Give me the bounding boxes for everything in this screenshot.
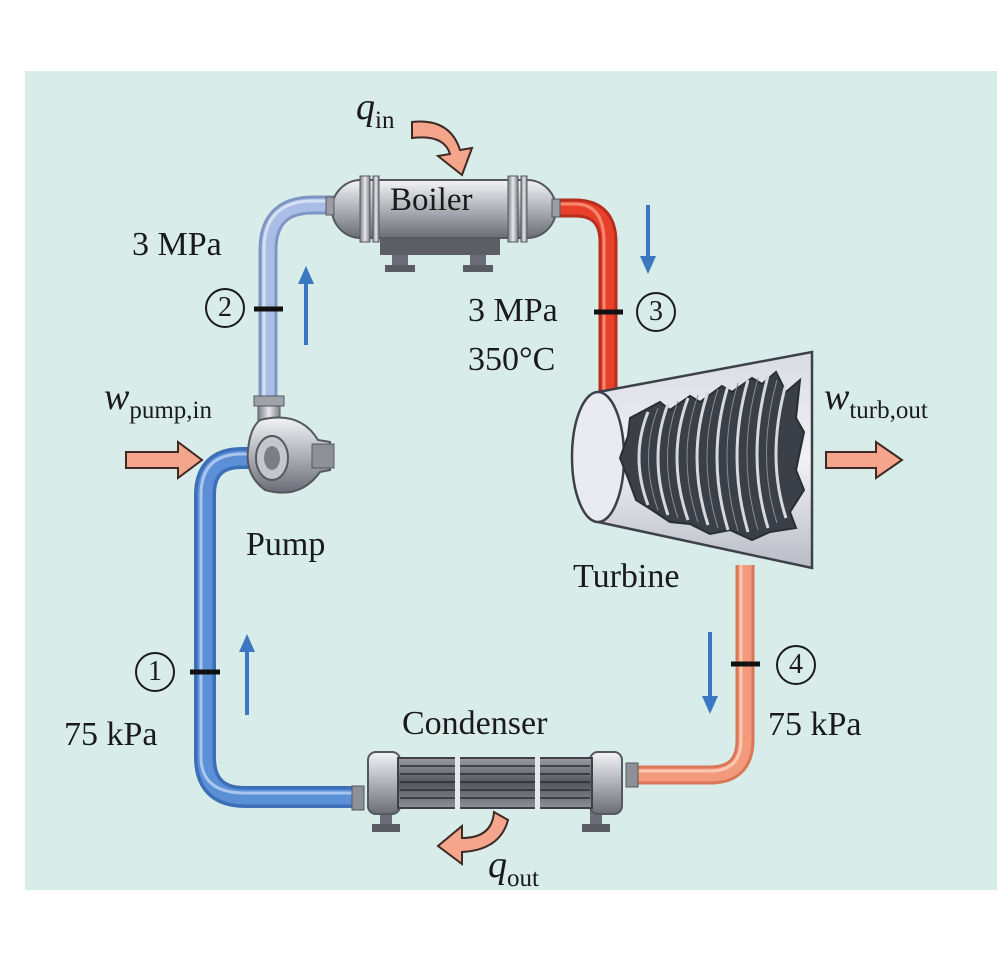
pump	[246, 395, 335, 494]
q-in-subscript: in	[375, 107, 395, 134]
flow-arrow-state-2	[298, 266, 314, 345]
w-turb-subscript: turb,out	[849, 397, 928, 424]
q-in-label: qin	[356, 86, 394, 133]
state-4-pressure: 75 kPa	[768, 706, 862, 743]
state-1-marker: 1	[135, 652, 175, 692]
q-out-subscript: out	[507, 865, 539, 892]
w-turb-symbol: w	[824, 376, 850, 418]
q-in-arrow	[411, 120, 474, 177]
boiler	[325, 175, 561, 272]
w-pump-subscript: pump,in	[129, 397, 213, 424]
flow-arrow-state-4	[702, 632, 718, 714]
pipe-boiler-to-turbine	[555, 198, 618, 395]
turbine-label: Turbine	[573, 558, 680, 595]
q-out-symbol: q	[488, 844, 507, 886]
pump-label: Pump	[246, 526, 326, 563]
w-turb-out-label: wturb,out	[824, 376, 928, 423]
w-pump-symbol: w	[104, 376, 130, 418]
pipe-pump-to-boiler	[258, 195, 340, 400]
state-2-pressure: 3 MPa	[132, 226, 222, 263]
state-3-pressure: 3 MPa	[468, 292, 558, 329]
boiler-label: Boiler	[390, 182, 473, 218]
q-in-symbol: q	[356, 86, 375, 128]
w-pump-in-label: wpump,in	[104, 376, 212, 423]
turbine	[570, 350, 814, 570]
pipe-condenser-to-pump	[194, 447, 360, 808]
state-4-marker: 4	[776, 645, 816, 685]
state-markers	[190, 306, 760, 675]
state-3-temperature: 350°C	[468, 341, 556, 378]
state-1-pressure: 75 kPa	[64, 716, 158, 753]
state-2-marker: 2	[205, 288, 245, 328]
q-out-label: qout	[488, 844, 539, 891]
state-3-marker: 3	[636, 292, 676, 332]
condenser	[351, 751, 639, 832]
w-turb-out-arrow	[825, 440, 904, 480]
condenser-label: Condenser	[402, 705, 548, 742]
w-pump-in-arrow	[125, 440, 204, 480]
pipe-turbine-to-condenser	[630, 565, 755, 785]
q-out-arrow	[436, 810, 510, 866]
flow-arrow-state-3	[640, 205, 656, 274]
flow-arrow-state-1	[239, 634, 255, 715]
